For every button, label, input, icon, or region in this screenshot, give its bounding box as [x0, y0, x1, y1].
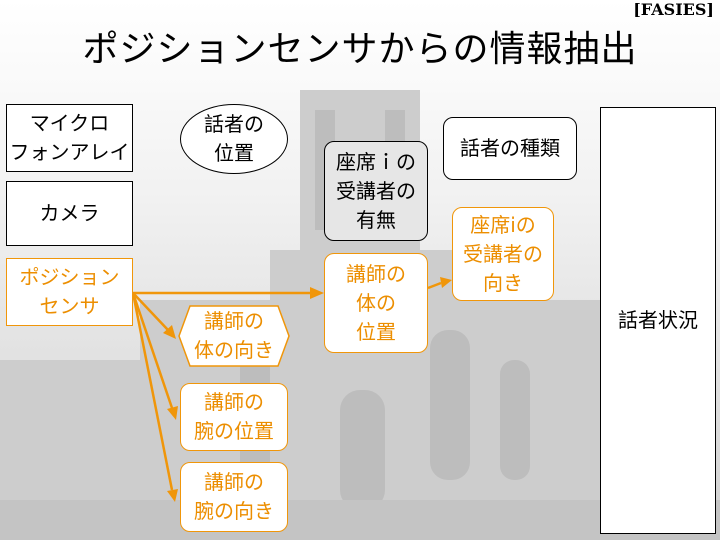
- lecturer-arm-direction-node: 講師の 腕の向き: [180, 462, 288, 532]
- speaker-status-box: 話者状況: [600, 107, 716, 534]
- microphone-array-box: マイクロ フォンアレイ: [6, 104, 133, 172]
- header-tag: [FASIES]: [633, 0, 714, 19]
- lecturer-arm-position-node: 講師の 腕の位置: [180, 383, 288, 451]
- hexagon-shape: [178, 305, 290, 367]
- seat-presence-node: 座席ｉの 受講者の 有無: [324, 141, 428, 241]
- lecturer-body-position-node: 講師の 体の 位置: [324, 253, 428, 353]
- speaker-position-node: 話者の 位置: [180, 104, 288, 174]
- seat-direction-node: 座席iの 受講者の 向き: [452, 207, 554, 301]
- lecturer-body-direction-node: 講師の 体の向き: [178, 305, 290, 367]
- page-title: ポジションセンサからの情報抽出: [82, 29, 638, 70]
- speaker-type-node: 話者の種類: [443, 117, 577, 180]
- camera-box: カメラ: [6, 181, 133, 246]
- position-sensor-box: ポジション センサ: [6, 258, 133, 326]
